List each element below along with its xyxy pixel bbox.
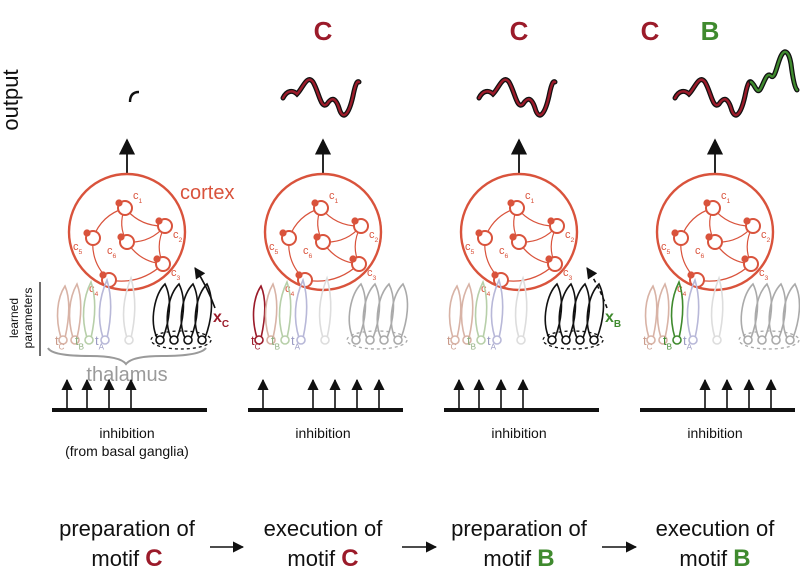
neuron-label-c5: c5 (661, 241, 671, 256)
thalamic-unit-ta: tA (683, 333, 693, 352)
output-trace (672, 49, 800, 118)
cortex-network: c1 c2 c3 c4 c5 c6 (459, 172, 579, 298)
neuron-label-c3: c3 (563, 267, 573, 282)
cortex-network: c1 c2 c3 c4 c5 c6 (655, 172, 775, 298)
input-arrow (194, 267, 216, 309)
thalamic-unit-tb: tB (467, 333, 476, 352)
caption-line1: execution of (656, 516, 776, 541)
caption-motif: C (341, 545, 358, 572)
cortex-network: c1 c2 c3 c4 c5 c6 (67, 172, 187, 298)
neuron-label-c2: c2 (173, 229, 183, 244)
neuron-label-c6: c6 (499, 245, 509, 260)
neuron-label-c4: c4 (677, 283, 687, 298)
learned-parameters-label: learned parameters (7, 282, 41, 356)
panels: c1 c2 c3 c4 c5 c6 tC tB tA xC inhibition (from basa… (52, 16, 800, 572)
thalamus-loops: tC tB tA (447, 275, 605, 352)
inhibition-label: inhibition (687, 425, 742, 441)
thalamic-unit-tc: tC (55, 333, 65, 352)
learned-parameters-line1: learned (7, 298, 21, 338)
neuron-label-c4: c4 (285, 283, 295, 298)
caption-motif: C (145, 545, 162, 572)
caption-line2: motif B (679, 545, 750, 572)
caption-line1: preparation of (59, 516, 196, 541)
output-trace (280, 77, 362, 118)
caption-line2: motif B (483, 545, 554, 572)
output-side-label: output (0, 69, 23, 130)
inhibition-label: inhibition (99, 425, 154, 441)
thalamic-unit-tb: tB (271, 333, 280, 352)
neuron-label-c1: c1 (525, 190, 535, 205)
inhibition-bar (444, 378, 599, 412)
neuron-label-c1: c1 (721, 190, 731, 205)
caption-line1: preparation of (451, 516, 588, 541)
caption-line2: motif C (91, 545, 162, 572)
thalamic-unit-ta: tA (487, 333, 497, 352)
neuron-label-c2: c2 (761, 229, 771, 244)
thalamic-unit-tc: tC (251, 333, 261, 352)
input-label: xB (605, 309, 621, 330)
inhibition-bar (248, 378, 403, 412)
panel-2: Cc1 c2 c3 c4 c5 c6 tC tB tA inhibition execution o… (248, 16, 409, 572)
neuron-label-c4: c4 (89, 283, 99, 298)
neuron-label-c3: c3 (759, 267, 769, 282)
thalamus-loops: tC tB tA (55, 275, 213, 352)
thalamus-label: thalamus (86, 364, 167, 386)
neuron-label-c2: c2 (565, 229, 575, 244)
inhibition-label: inhibition (491, 425, 546, 441)
cortex-label: cortex (180, 182, 234, 204)
input-arrow (586, 267, 608, 309)
thalamus-brace (47, 347, 207, 366)
thalamic-unit-tb: tB (75, 333, 84, 352)
panel-3: Cc1 c2 c3 c4 c5 c6 tC tB tA xB inhibition preparati… (444, 16, 621, 572)
learned-parameters-line2: parameters (21, 288, 35, 349)
output-trace (128, 90, 140, 103)
thalamus-group-label: thalamus (47, 347, 207, 386)
thalamic-unit-ta: tA (291, 333, 301, 352)
panel-4: C Bc1 c2 c3 c4 c5 c6 tC tB tA inhibition execution … (640, 16, 800, 572)
output-label-c: C (510, 16, 529, 46)
neuron-label-c6: c6 (303, 245, 313, 260)
output-trace (476, 77, 558, 118)
thalamic-unit-tc: tC (643, 333, 653, 352)
panel-1: c1 c2 c3 c4 c5 c6 tC tB tA xC inhibition (from basa… (52, 90, 229, 572)
neuron-label-c3: c3 (171, 267, 181, 282)
caption-line1: execution of (264, 516, 384, 541)
output-label-b: B (701, 16, 720, 46)
neuron-label-c6: c6 (695, 245, 705, 260)
inhibition-label: inhibition (295, 425, 350, 441)
caption-line2: motif C (287, 545, 358, 572)
thalamic-unit-tc: tC (447, 333, 457, 352)
neuron-label-c2: c2 (369, 229, 379, 244)
thalamic-unit-ta: tA (95, 333, 105, 352)
neuron-label-c5: c5 (73, 241, 83, 256)
output-label-c: C (641, 16, 660, 46)
caption-motif: B (733, 545, 750, 572)
neuron-label-c3: c3 (367, 267, 377, 282)
neuron-label-c1: c1 (329, 190, 339, 205)
inhibition-sublabel: (from basal ganglia) (65, 443, 189, 459)
output-label-c: C (314, 16, 333, 46)
thalamic-unit-tb: tB (663, 333, 672, 352)
cortex-network: c1 c2 c3 c4 c5 c6 (263, 172, 383, 298)
inhibition-bar (640, 378, 795, 412)
neuron-label-c5: c5 (269, 241, 279, 256)
caption-motif: B (537, 545, 554, 572)
neuron-label-c1: c1 (133, 190, 143, 205)
inhibition-bar (52, 378, 207, 412)
neuron-label-c6: c6 (107, 245, 117, 260)
thalamus-loops: tC tB tA (251, 275, 409, 352)
thalamus-loops: tC tB tA (643, 275, 800, 352)
input-label: xC (213, 309, 229, 330)
neuron-label-c5: c5 (465, 241, 475, 256)
neuron-label-c4: c4 (481, 283, 491, 298)
